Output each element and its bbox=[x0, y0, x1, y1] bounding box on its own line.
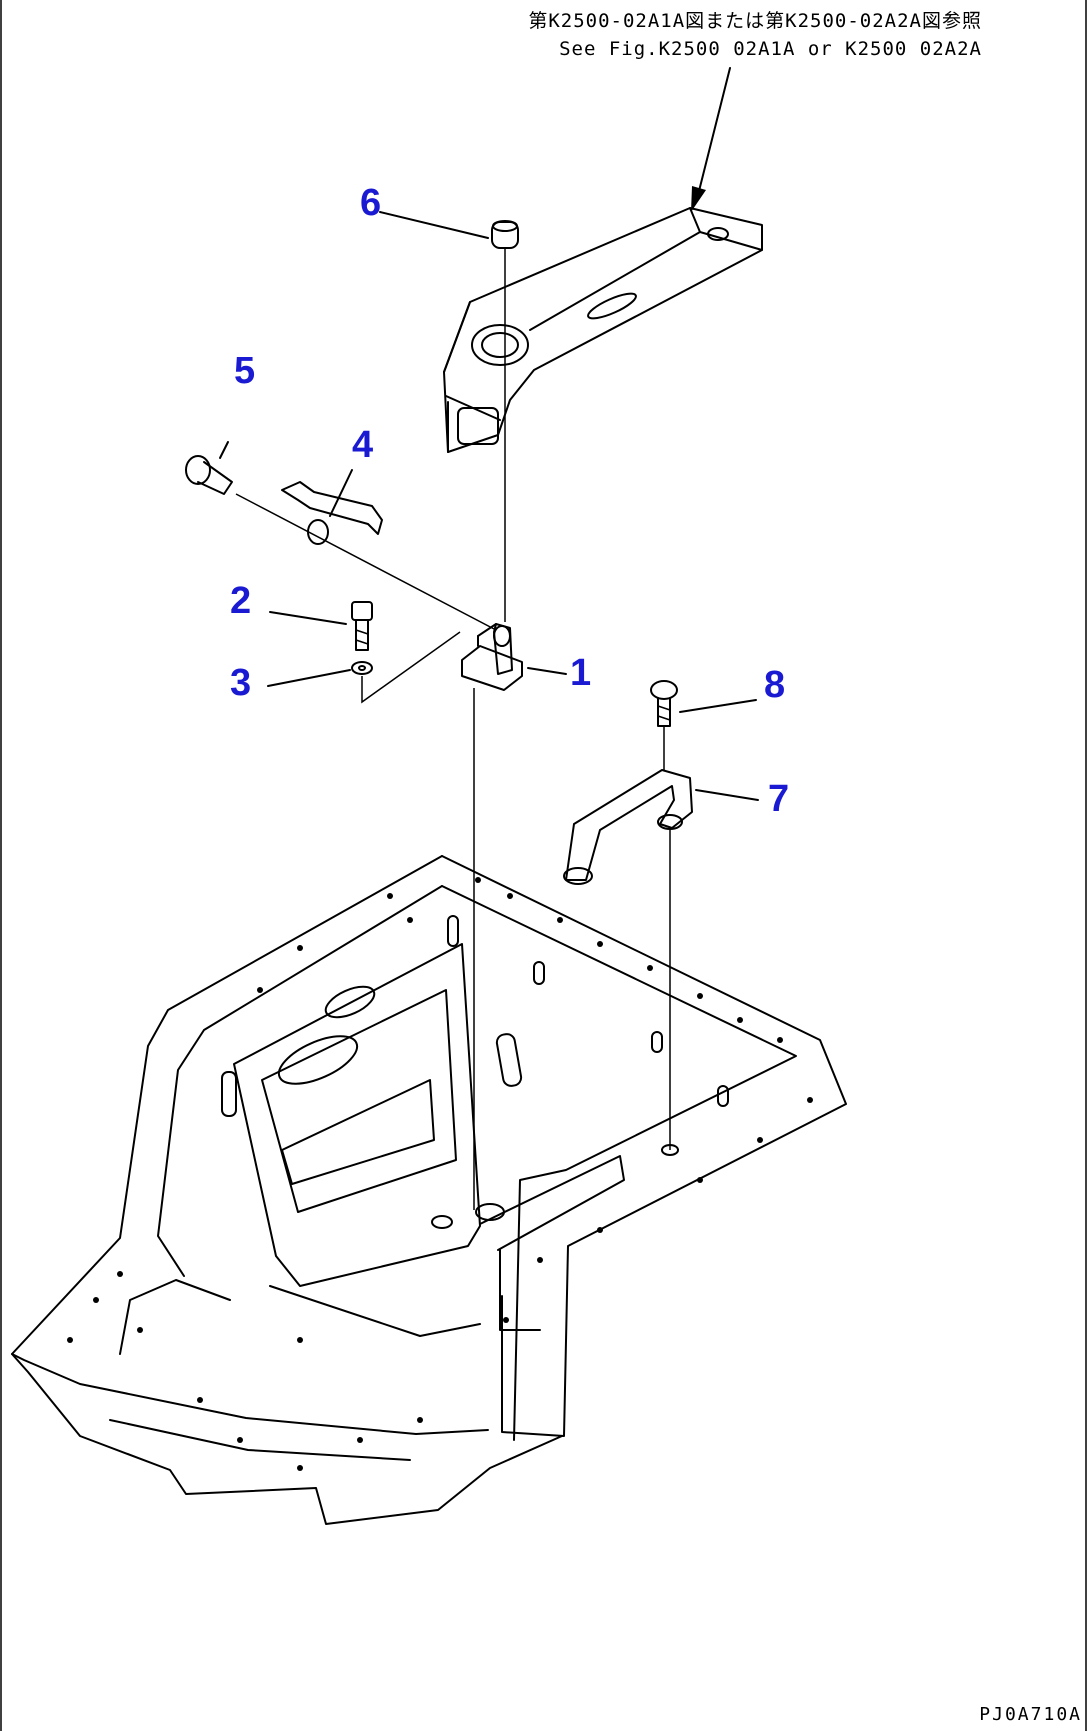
part-7-handle bbox=[563, 769, 759, 1150]
part-2-bolt bbox=[269, 601, 373, 651]
reference-note-jp: 第K2500-02A1A図または第K2500-02A2A図参照 bbox=[528, 10, 982, 32]
callout-3: 3 bbox=[230, 662, 252, 704]
callout-2: 2 bbox=[230, 580, 252, 622]
cab-floor-frame bbox=[11, 855, 847, 1525]
part-3-washer bbox=[267, 631, 461, 704]
callout-4: 4 bbox=[352, 424, 374, 466]
callout-5: 5 bbox=[234, 350, 256, 392]
part-4-clip bbox=[281, 469, 383, 545]
callout-1: 1 bbox=[570, 652, 592, 694]
part-6-cap bbox=[379, 211, 519, 622]
rivet-dots bbox=[67, 877, 813, 1471]
drawing-code: PJ0A710A bbox=[979, 1704, 1082, 1725]
part-8-bolt bbox=[650, 680, 757, 770]
reference-arrow bbox=[691, 67, 731, 212]
callout-7: 7 bbox=[768, 778, 790, 820]
reference-note-en: See Fig.K2500 02A1A or K2500 02A2A bbox=[559, 38, 982, 60]
callout-6: 6 bbox=[360, 182, 382, 224]
part-5-pin bbox=[185, 441, 497, 631]
part-1-bracket bbox=[461, 623, 567, 1210]
callout-8: 8 bbox=[764, 664, 786, 706]
armrest-console bbox=[443, 207, 763, 453]
